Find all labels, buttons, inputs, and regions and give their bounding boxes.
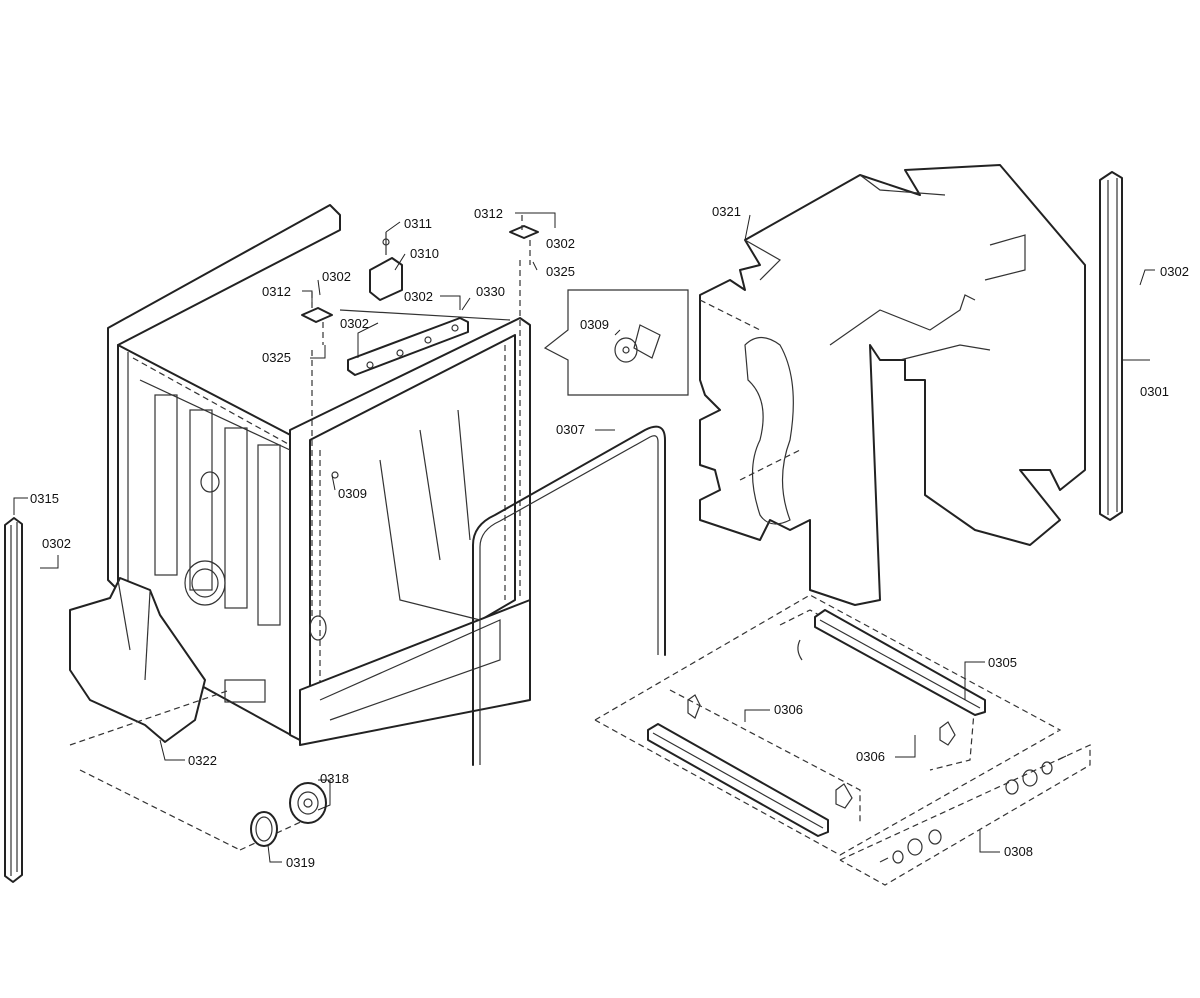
- callout-0302-plate-left: 0302: [340, 316, 369, 331]
- callout-0312-right: 0312: [474, 206, 503, 221]
- leader-lines: [13, 212, 1155, 863]
- rail-assembly: [594, 594, 1091, 886]
- callout-0311: 0311: [404, 216, 432, 231]
- insulation-blanket: [699, 164, 1086, 606]
- callout-0312-left: 0312: [262, 284, 291, 299]
- door-gasket: [472, 425, 666, 766]
- callout-0322: 0322: [188, 753, 217, 768]
- callout-0302-left-top: 0302: [322, 269, 351, 284]
- mount-bracket-left: [301, 292, 333, 620]
- sump-cover: [69, 577, 306, 851]
- callout-0307: 0307: [556, 422, 585, 437]
- callout-0305: 0305: [988, 655, 1017, 670]
- callout-0315: 0315: [30, 491, 59, 506]
- callout-0310: 0310: [410, 246, 439, 261]
- callout-0302-trim-right: 0302: [1160, 264, 1189, 279]
- callout-0330: 0330: [476, 284, 505, 299]
- side-trim-left: [4, 517, 23, 883]
- callout-0325-left: 0325: [262, 350, 291, 365]
- callout-0325-right: 0325: [546, 264, 575, 279]
- callout-0302-right-top: 0302: [546, 236, 575, 251]
- seal-ring: [250, 811, 278, 847]
- callout-0306-right: 0306: [856, 749, 885, 764]
- side-trim-right: [1099, 171, 1123, 521]
- callout-0318: 0318: [320, 771, 349, 786]
- callout-0319: 0319: [286, 855, 315, 870]
- mount-bracket-right: [509, 215, 539, 600]
- callout-0309-tub: 0309: [338, 486, 367, 501]
- callout-labels: 0311 0310 0312 0302 0325 0302 0302 0330 …: [30, 204, 1189, 870]
- callout-0302-plate-right: 0302: [404, 289, 433, 304]
- top-plate: [347, 317, 469, 376]
- callout-0301: 0301: [1140, 384, 1169, 399]
- callout-0302-trim-left: 0302: [42, 536, 71, 551]
- drive-wheel: [289, 782, 327, 824]
- hinge-bracket: [369, 232, 403, 301]
- callout-0309-detail: 0309: [580, 317, 609, 332]
- detail-inset: [543, 289, 689, 396]
- callout-0321: 0321: [712, 204, 741, 219]
- callout-0306-left: 0306: [774, 702, 803, 717]
- callout-0308: 0308: [1004, 844, 1033, 859]
